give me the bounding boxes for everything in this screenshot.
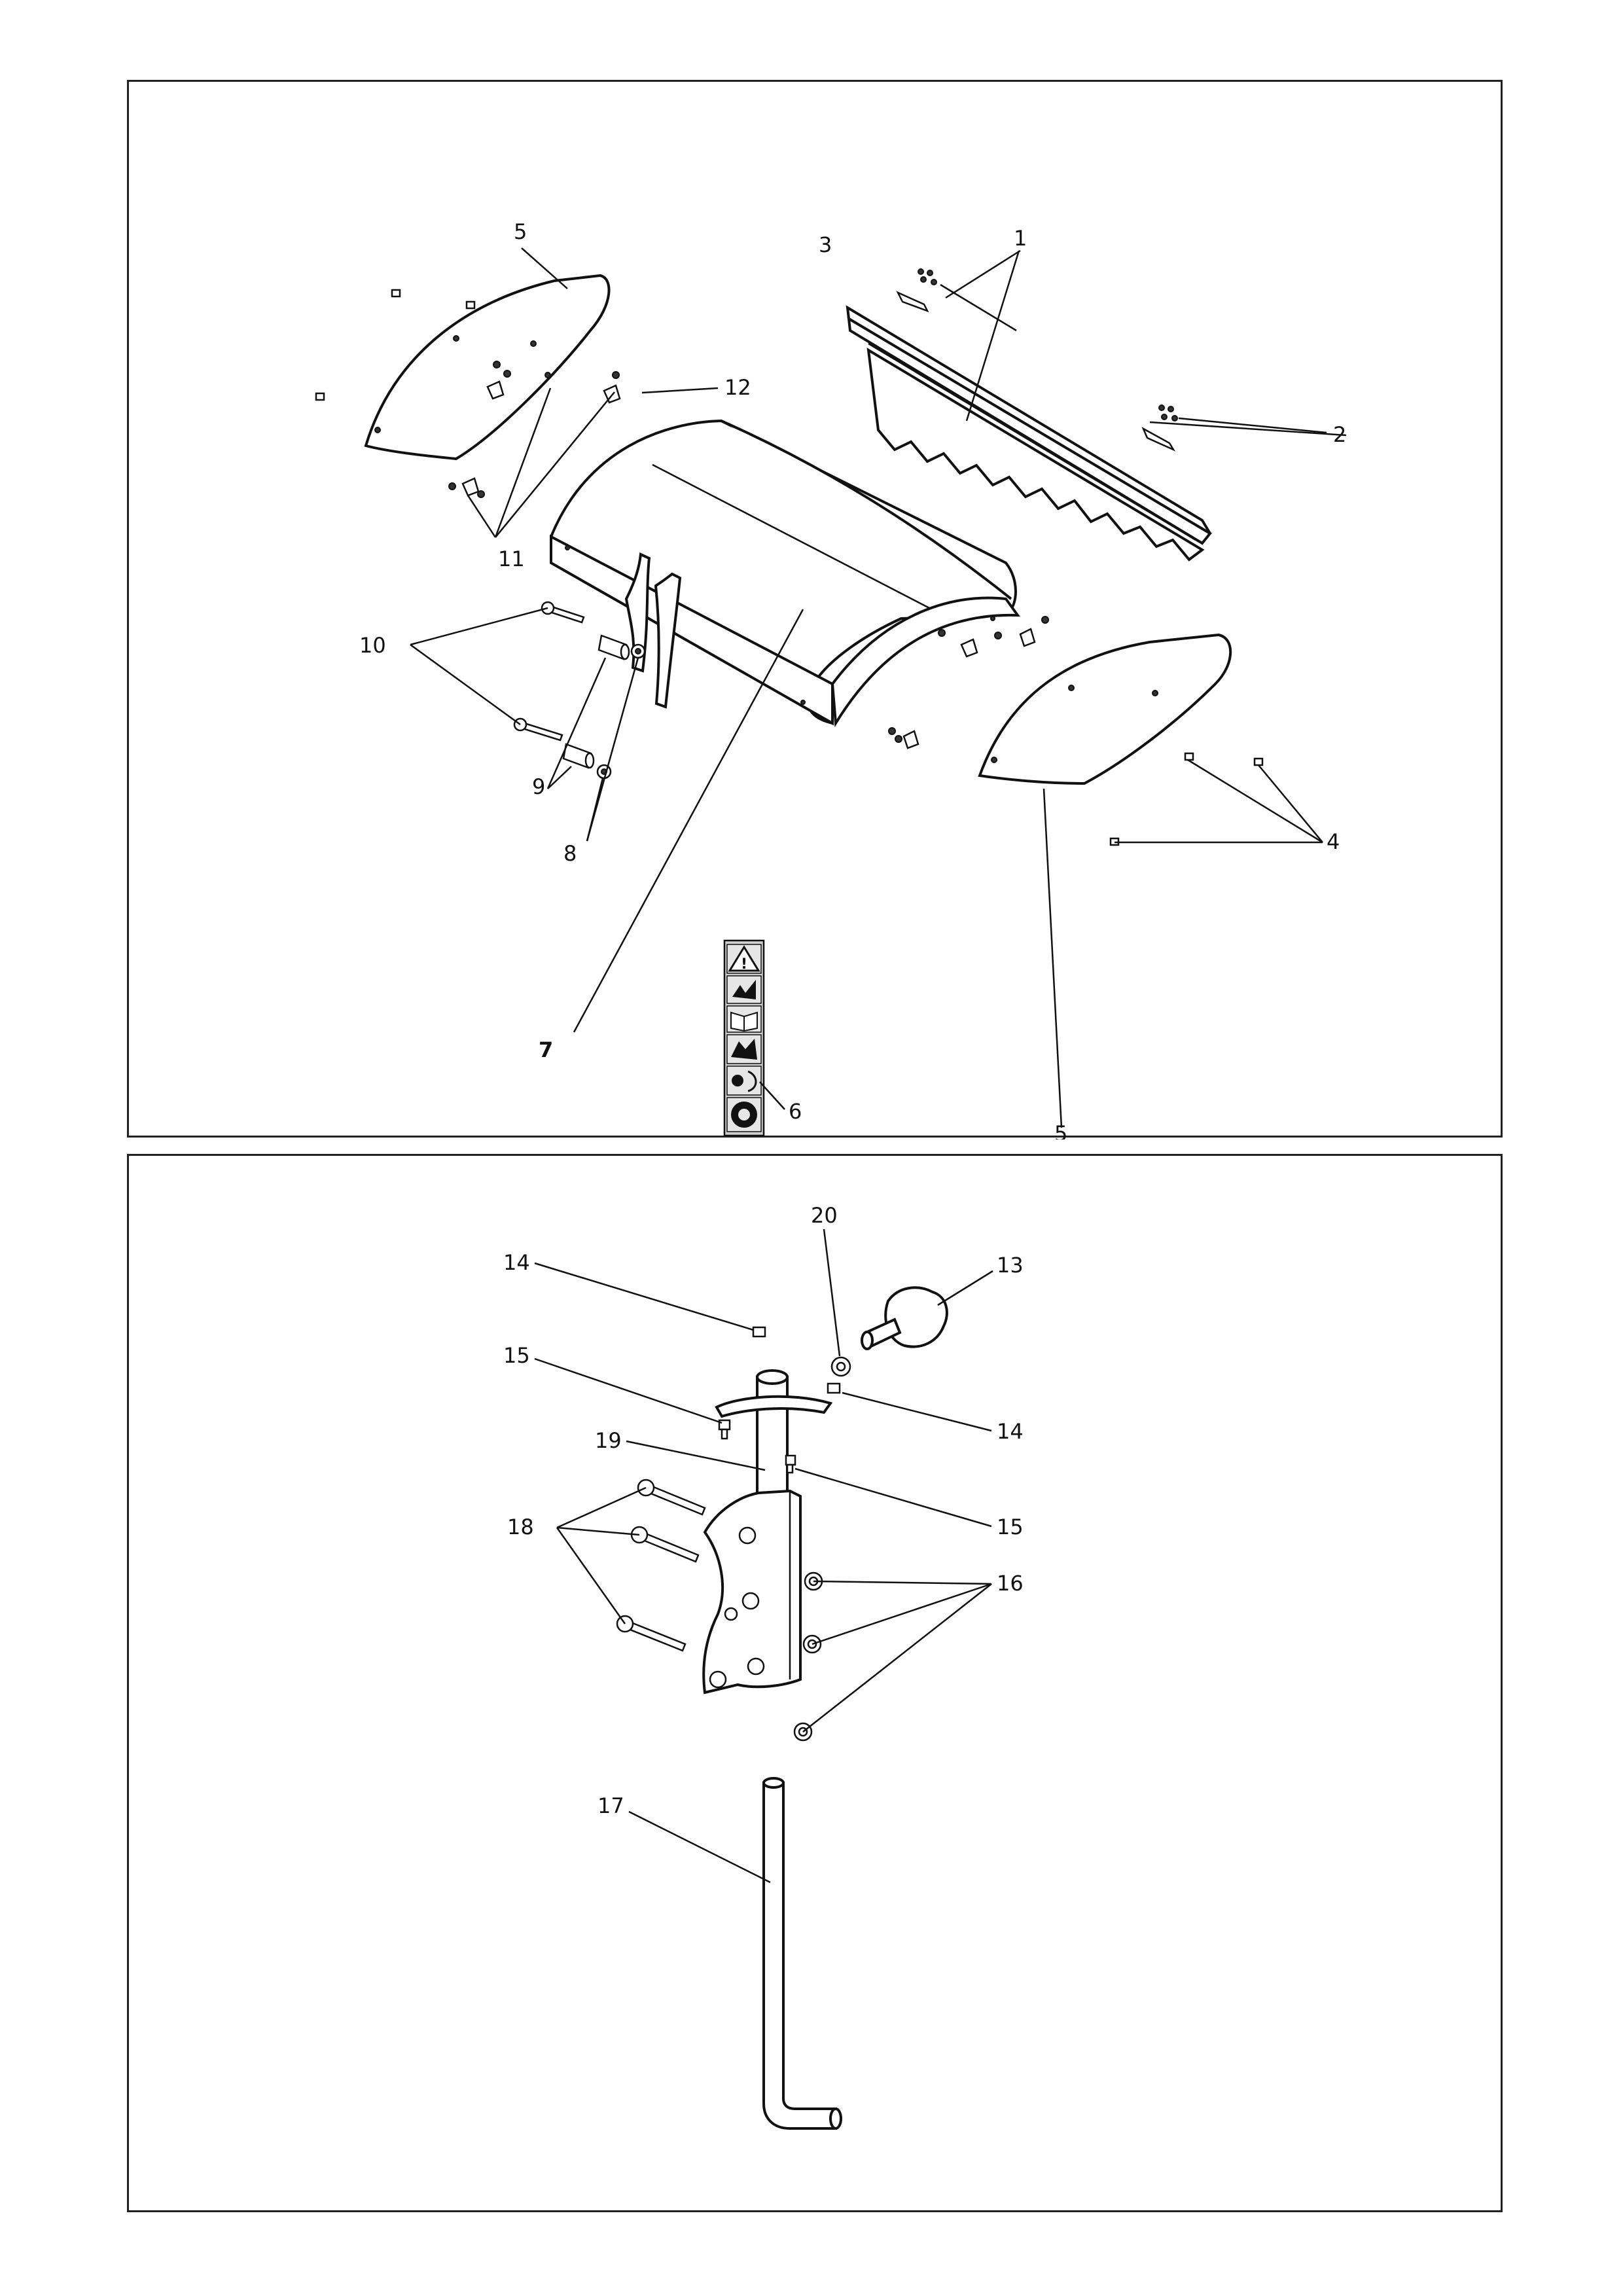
read-manual-icon [726,1005,762,1033]
warning-triangle-icon: ! [726,944,762,974]
svg-text:!: ! [741,956,747,973]
top-leader-lines [410,247,1347,1128]
warning-decal: ! [723,939,765,1137]
label-part-2: 2 [1333,422,1346,447]
small-nuts-14 [752,1326,841,1394]
label-part-20: 20 [811,1203,838,1228]
label-part-13: 13 [997,1253,1024,1278]
adjustment-knob [861,1286,948,1350]
top-exploded-diagram: ! [315,219,1347,1139]
right-shield-bolts [1109,752,1264,846]
label-part-15-right: 15 [997,1515,1024,1539]
spacer-tubes [562,634,630,769]
clamp-plate-right [1141,404,1178,452]
top-exploded-view-panel: ! [127,80,1503,1139]
label-part-14-top: 14 [503,1250,530,1275]
label-part-14-right: 14 [997,1419,1024,1444]
bottom-exploded-diagram: 20 13 14 14 15 15 19 18 16 17 [503,1203,1024,2130]
left-side-shield [364,274,611,461]
long-bolts [513,601,585,742]
label-part-18: 18 [507,1515,534,1539]
label-part-4: 4 [1327,829,1340,854]
label-part-3: 3 [819,232,832,257]
small-angle-brackets [448,361,1049,749]
keep-distance-icon [726,1066,762,1096]
label-part-5-right: 5 [1054,1121,1067,1139]
label-part-15-left: 15 [503,1343,530,1368]
label-part-1: 1 [1014,226,1027,251]
ear-protection-icon [726,1097,762,1132]
label-part-12: 12 [724,375,751,400]
label-part-17: 17 [597,1793,624,1818]
serrated-blade-bar [846,305,1212,562]
clamp-plate-top [896,268,937,313]
label-part-8: 8 [563,841,577,866]
hand-hazard-icon [726,1034,762,1064]
label-part-10: 10 [359,633,386,658]
label-part-7: 7 [539,1037,553,1062]
bottom-leader-lines [534,1229,993,1884]
main-tiller-cover [550,419,1020,728]
label-part-19: 19 [595,1428,622,1453]
hex-nut-20 [830,1356,851,1377]
label-part-5-left: 5 [514,219,527,244]
cover-mounting-brackets [624,552,682,709]
right-side-shield [978,633,1232,785]
bottom-exploded-view-panel: 20 13 14 14 15 15 19 18 16 17 [127,1154,1503,2212]
cutting-hazard-icon [726,975,762,1004]
label-part-11: 11 [498,547,525,571]
long-bolts-18 [616,1479,706,1652]
label-part-9: 9 [532,774,545,799]
label-part-6: 6 [789,1099,802,1124]
left-shield-bolts [315,289,476,401]
l-handle-rod [762,1777,842,2130]
label-part-16: 16 [997,1571,1024,1596]
